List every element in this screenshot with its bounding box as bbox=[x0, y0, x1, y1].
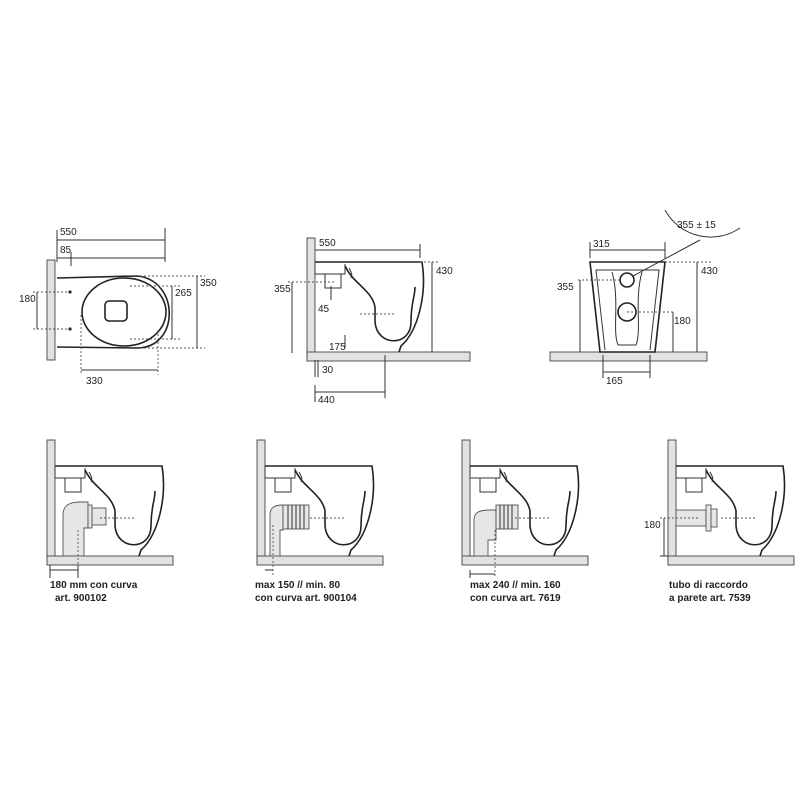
bowl-opening bbox=[81, 277, 167, 347]
dim-outlet-height: 180 bbox=[674, 316, 691, 327]
caption-line1: 180 mm con curva bbox=[50, 580, 138, 591]
dim-seat-length: 330 bbox=[86, 376, 103, 387]
installation-curve-900104: max 150 // min. 80 con curva art. 900104 bbox=[255, 439, 384, 604]
dim-inlet-offset: 45 bbox=[318, 304, 330, 315]
caption-line2: a parete art. 7539 bbox=[669, 593, 751, 604]
caption-line1: max 240 // min. 160 bbox=[470, 580, 561, 591]
flexible-connector bbox=[495, 504, 519, 530]
tolerance-callout: 355 ± 15 bbox=[677, 220, 716, 231]
floor bbox=[306, 351, 471, 362]
dim-width: 550 bbox=[60, 227, 77, 238]
dim-width: 315 bbox=[593, 239, 610, 250]
dim-height: 430 bbox=[701, 266, 718, 277]
installation-curve-7619: max 240 // min. 160 con curva art. 7619 bbox=[461, 439, 589, 604]
front-view: 355 ± 15 315 430 355 180 165 bbox=[549, 209, 741, 387]
floor bbox=[549, 351, 708, 362]
dim-offset: 85 bbox=[60, 245, 72, 256]
inlet-circle bbox=[619, 272, 635, 288]
bowl-outline bbox=[589, 261, 666, 353]
side-view: 550 430 355 45 175 30 440 bbox=[274, 237, 471, 406]
pipe-bend bbox=[62, 501, 89, 557]
dim-floor-depth: 440 bbox=[318, 395, 335, 406]
plan-view: 550 85 265 350 180 330 bbox=[19, 227, 217, 387]
dim-depth: 350 bbox=[200, 278, 217, 289]
wall bbox=[46, 259, 56, 361]
dim-inner-width: 265 bbox=[175, 288, 192, 299]
dim-base-width: 165 bbox=[606, 376, 623, 387]
dim-inlet-height: 355 bbox=[557, 282, 574, 293]
dim-fixing-spacing: 180 bbox=[19, 294, 36, 305]
dim-height: 430 bbox=[436, 266, 453, 277]
installation-curve-900102: 180 mm con curva art. 900102 bbox=[46, 439, 174, 604]
caption-line2: art. 900102 bbox=[55, 593, 107, 604]
installation-wall-7539: 180 tubo di raccordo a parete art. 7539 bbox=[644, 439, 795, 604]
dim-inlet-height: 355 bbox=[274, 284, 291, 295]
seat-outline bbox=[104, 300, 128, 322]
caption-line1: tubo di raccordo bbox=[669, 580, 748, 591]
dim-wall-gap: 30 bbox=[322, 365, 334, 376]
dim-outlet-offset: 175 bbox=[329, 342, 346, 353]
caption-line2: con curva art. 7619 bbox=[470, 593, 561, 604]
caption-line1: max 150 // min. 80 bbox=[255, 580, 340, 591]
dim-width: 550 bbox=[319, 238, 336, 249]
bowl-outline bbox=[56, 275, 170, 349]
wall bbox=[306, 237, 316, 359]
caption-line2: con curva art. 900104 bbox=[255, 593, 357, 604]
dim-height: 180 bbox=[644, 520, 661, 531]
